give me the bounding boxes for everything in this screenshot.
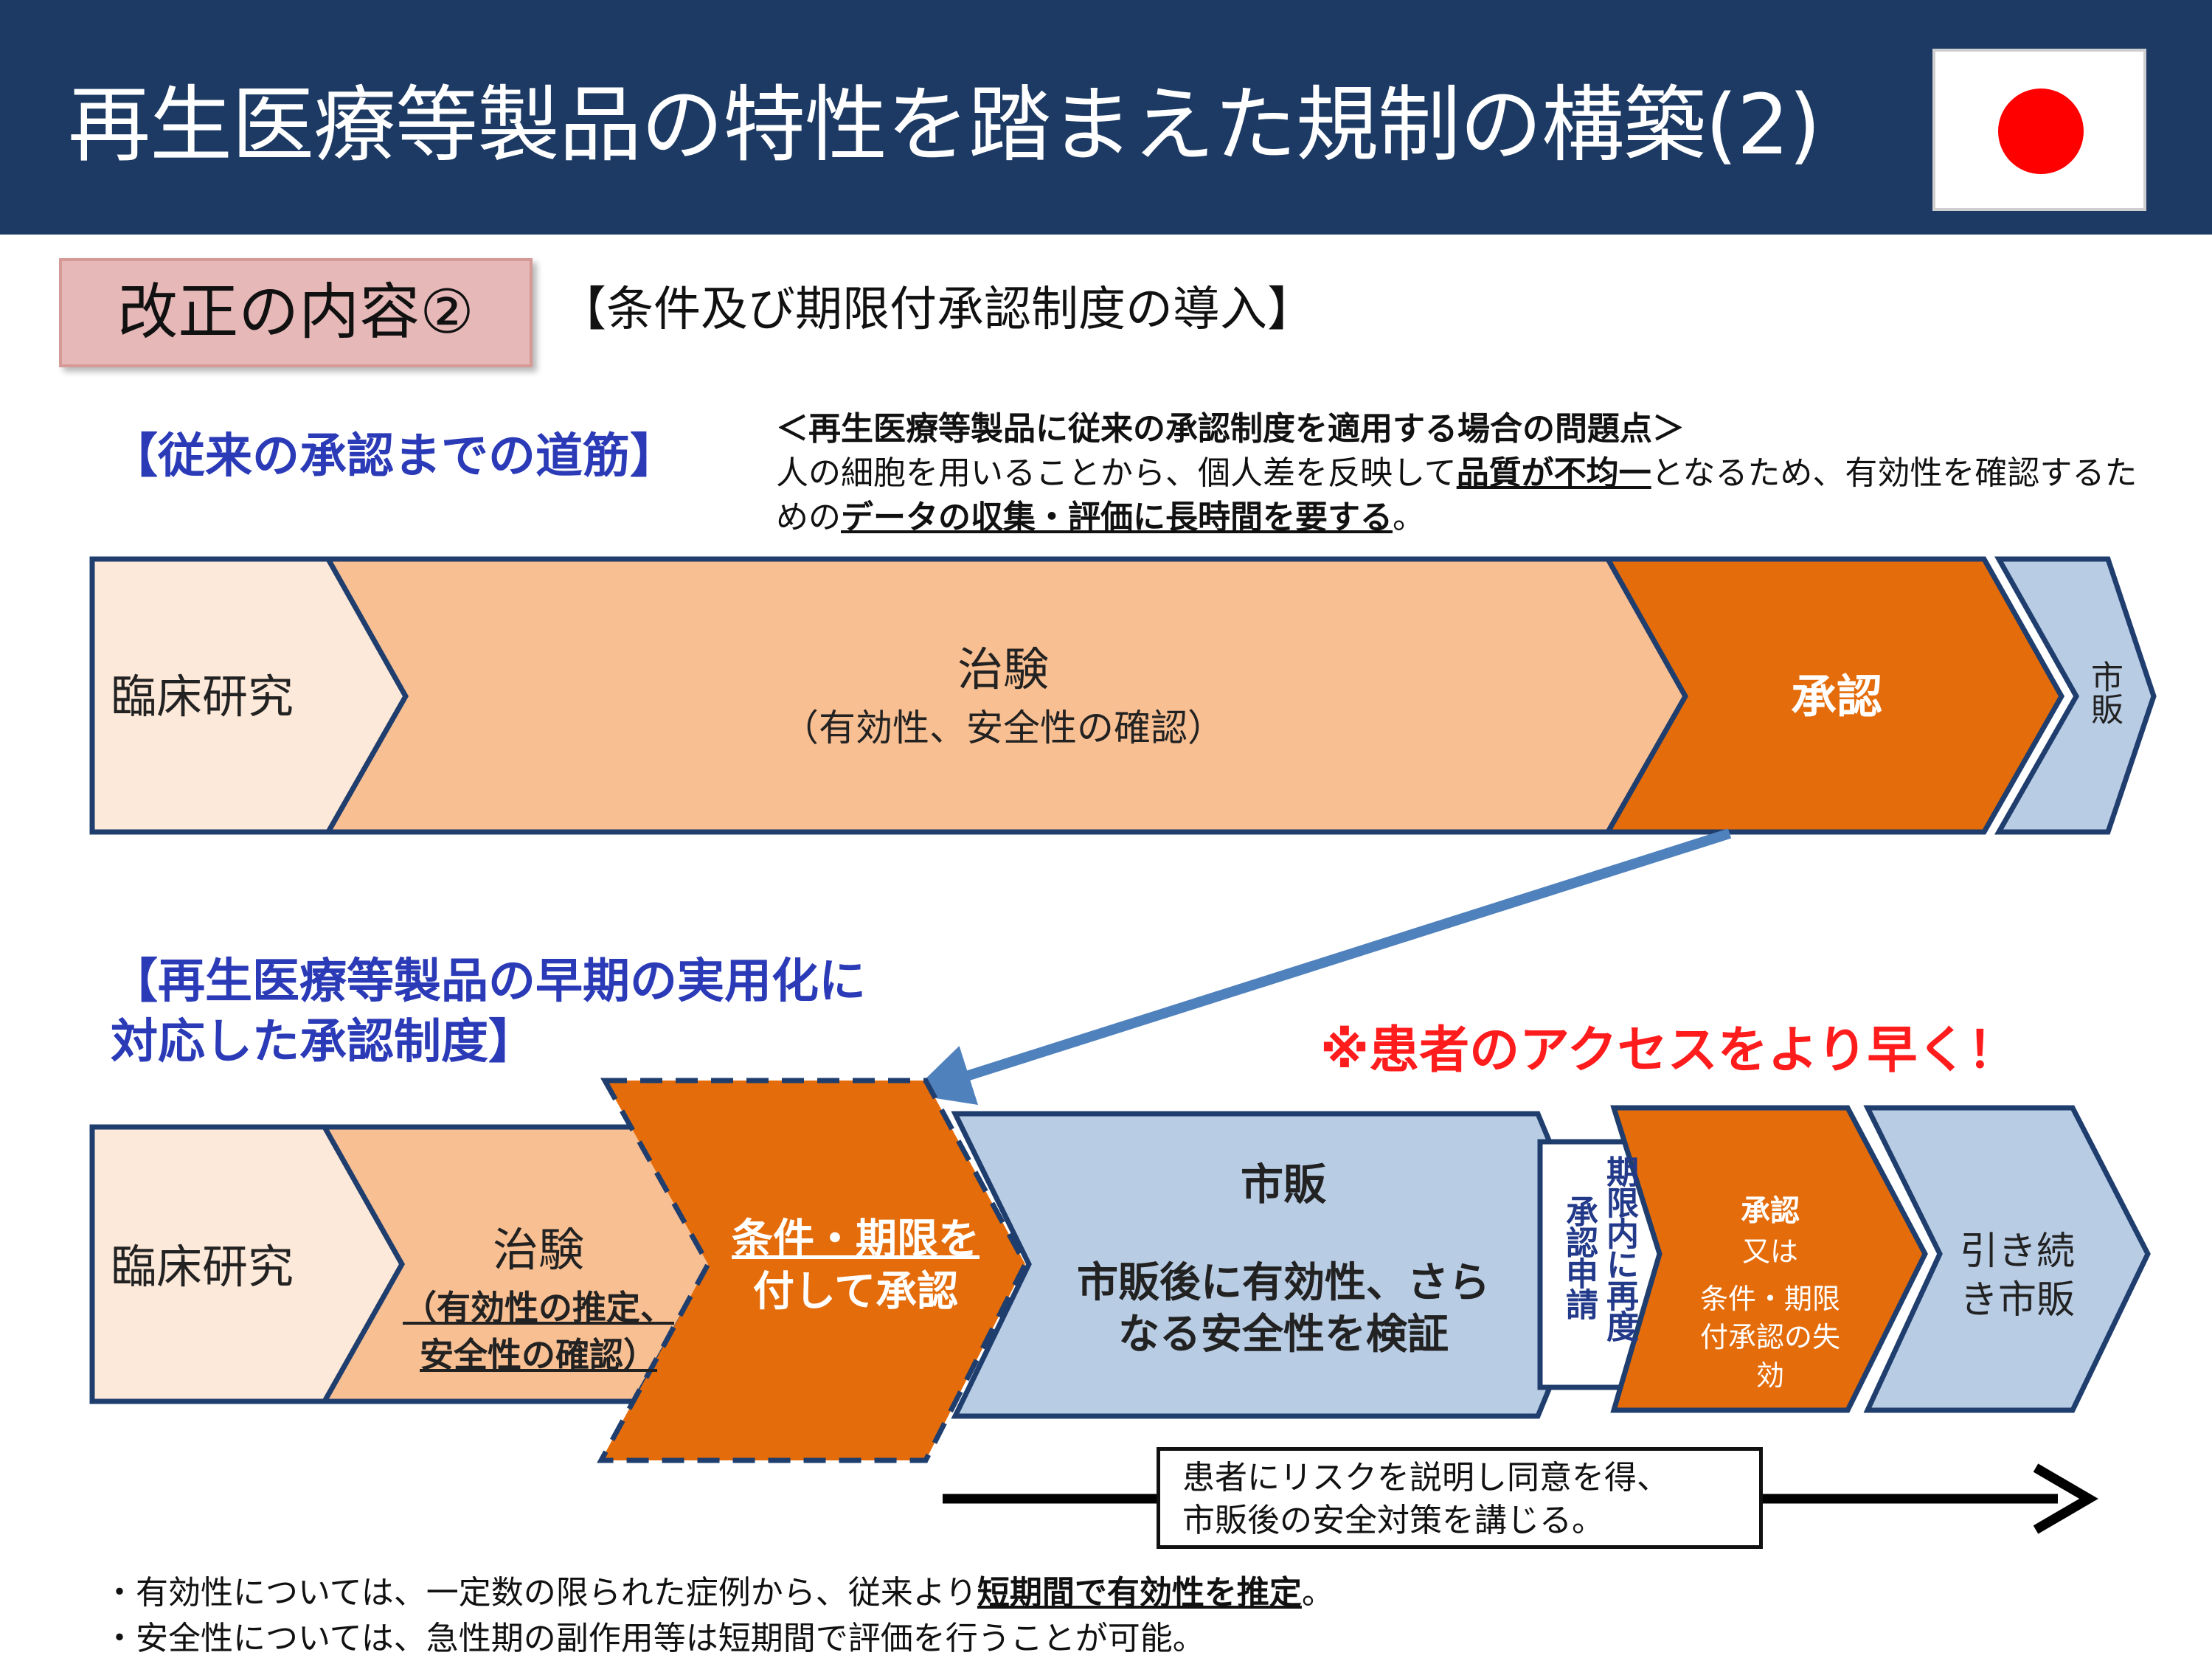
consent-box: 患者にリスクを説明し同意を得、 市販後の安全対策を講じる。: [1157, 1447, 1763, 1549]
row2-trial-sublabel-1: （有効性の推定、: [403, 1288, 674, 1328]
row1-market-shape: [1994, 556, 2157, 835]
row1-clinical-research-label: 臨床研究: [111, 670, 294, 724]
header-bar: 再生医療等製品の特性を踏まえた規制の構築(2): [0, 0, 2212, 235]
problem-text-1: 人の細胞を用いることから、個人差を反映して: [776, 454, 1457, 492]
row1-approval-label: 承認: [1790, 670, 1882, 724]
problem-text-3: 。: [1393, 499, 1425, 536]
row2-clinical-research-label: 臨床研究: [111, 1240, 294, 1294]
row2-market-sublabel-2: なる安全性を検証: [1118, 1311, 1449, 1359]
note-efficacy-emphasis: 短期間で有効性を推定: [977, 1574, 1302, 1612]
note-efficacy-end: 。: [1301, 1574, 1334, 1612]
row2-conditional-approval-shape: [597, 1078, 1028, 1463]
row2-approval-label-2: 又は: [1741, 1235, 1798, 1268]
row2-continue-label-1: 引き続: [1959, 1230, 2075, 1274]
row2-market-sublabel-1: 市販後に有効性、さら: [1077, 1259, 1490, 1307]
row1-flow: [89, 556, 2157, 835]
japan-flag-icon: [1932, 49, 2146, 211]
section-badge: 改正の内容②: [59, 258, 533, 367]
problem-body: 人の細胞を用いることから、個人差を反映して品質が不均一となるため、有効性を確認す…: [776, 451, 2148, 540]
row2-approval-label-3: 条件・期限: [1699, 1283, 1840, 1315]
row2-conditional-label-2: 付して承認: [752, 1268, 959, 1316]
consent-line-1: 患者にリスクを説明し同意を得、: [1182, 1459, 1669, 1497]
row2-continue-market-shape: [1863, 1105, 2151, 1413]
row2-conditional-label-1: 条件・期限を: [732, 1216, 980, 1263]
problem-title: ＜再生医療等製品に従来の承認制度を適用する場合の問題点＞: [776, 410, 1685, 448]
row2-approval-shape: [1610, 1105, 1928, 1413]
row1-market-label: 市販: [2085, 660, 2123, 725]
row2-market-shape: [951, 1111, 1603, 1419]
row2-approval-label-5: 効: [1755, 1359, 1784, 1392]
row2-trial-sublabel-2: 安全性の確認）: [420, 1335, 657, 1375]
patient-access-note: ※患者のアクセスをより早く！: [1320, 1022, 2018, 1080]
problem-emphasis-time: データの収集・評価に長時間を要する: [841, 499, 1393, 536]
note-efficacy: ・有効性については、一定数の限られた症例から、従来より短期間で有効性を推定。: [103, 1571, 1334, 1615]
row2-reapply-label-col2: 承認申請: [1560, 1195, 1598, 1319]
page-title: 再生医療等製品の特性を踏まえた規制の構築(2): [68, 77, 1821, 173]
row2-market-label: 市販: [1240, 1159, 1326, 1210]
new-system-heading-line1: 【再生医療等製品の早期の実用化に: [111, 954, 866, 1009]
conventional-heading: 【従来の承認までの道筋】: [111, 429, 677, 484]
section-heading: 【条件及び期限付承認制度の導入】: [559, 282, 1314, 337]
flag-sun-disc: [1998, 89, 2084, 174]
consent-line-2: 市販後の安全対策を講じる。: [1182, 1502, 1604, 1539]
note-efficacy-text: ・有効性については、一定数の限られた症例から、従来より: [103, 1574, 977, 1612]
problem-description: ＜再生医療等製品に従来の承認制度を適用する場合の問題点＞ 人の細胞を用いることか…: [776, 407, 2148, 540]
new-system-heading-line2: 対応した承認制度】: [111, 1015, 535, 1069]
row2-reapply-label-col1: 期限内に再度: [1601, 1155, 1638, 1341]
row1-trial-label: 治験: [957, 642, 1049, 696]
problem-text-2: となるため、有効性を確認するための: [776, 454, 2138, 536]
transition-arrow: [909, 828, 1732, 1106]
row1-approval-shape: [1603, 556, 2065, 835]
row2-trial-label: 治験: [492, 1223, 584, 1277]
row2-continue-label-2: き市販: [1959, 1278, 2075, 1322]
note-safety: ・安全性については、急性期の副作用等は短期間で評価を行うことが可能。: [103, 1620, 1205, 1657]
row2-approval-label-4: 付承認の失: [1699, 1321, 1840, 1353]
row1-trial-sublabel: （有効性、安全性の確認）: [782, 707, 1224, 749]
row2-flow: [89, 1078, 2151, 1463]
row2-approval-label-1: 承認: [1741, 1194, 1800, 1228]
problem-emphasis-quality: 品質が不均一: [1456, 454, 1651, 492]
